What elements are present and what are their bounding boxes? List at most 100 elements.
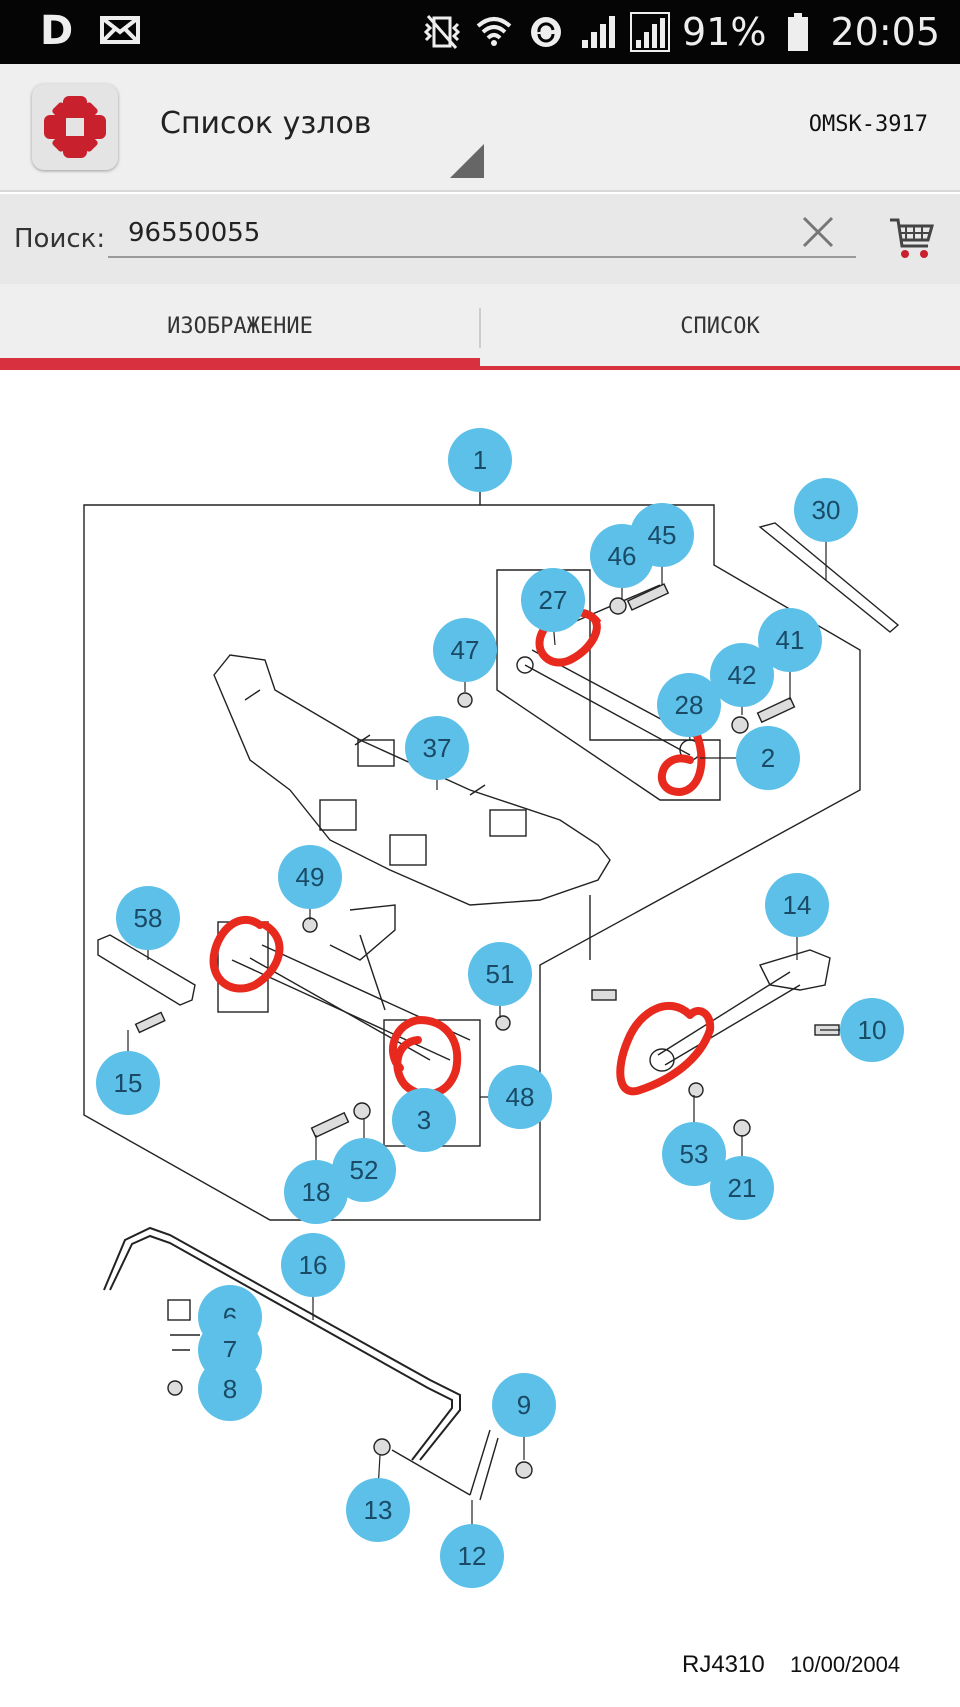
callout-number: 9 [517,1390,531,1420]
callout-bubble[interactable] [657,673,721,737]
callout-12[interactable]: 12 [440,1524,504,1588]
tab-list[interactable]: СПИСОК [680,314,760,339]
callout-10[interactable]: 10 [840,998,904,1062]
sync-icon [531,17,562,47]
callout-bubble[interactable] [468,942,532,1006]
callout-28[interactable]: 28 [657,673,721,737]
callout-49[interactable]: 49 [278,845,342,909]
callout-bubble[interactable] [433,618,497,682]
callout-14[interactable]: 14 [765,873,829,937]
close-icon[interactable] [798,212,838,252]
cross-logo-icon [44,96,106,158]
callout-47[interactable]: 47 [433,618,497,682]
search-bar: Поиск: [0,194,960,284]
callout-number: 37 [423,733,452,763]
cart-icon[interactable] [888,214,936,262]
callout-number: 46 [608,541,637,571]
red-annotations [209,608,715,1099]
callout-bubble[interactable] [630,503,694,567]
callout-number: 10 [858,1015,887,1045]
callout-bubble[interactable] [662,1122,726,1186]
callout-number: 14 [783,890,812,920]
callout-48[interactable]: 48 [488,1065,552,1129]
tab-divider [479,308,481,348]
callout-9[interactable]: 9 [492,1373,556,1437]
callout-number: 52 [350,1155,379,1185]
callout-bubble[interactable] [281,1233,345,1297]
callout-bubble[interactable] [392,1088,456,1152]
callout-21[interactable]: 21 [710,1156,774,1220]
callout-bubble[interactable] [346,1478,410,1542]
callout-53[interactable]: 53 [662,1122,726,1186]
callout-bubble[interactable] [332,1138,396,1202]
app-logo[interactable] [32,84,118,170]
callout-number: 15 [114,1068,143,1098]
signal-icon-2 [630,12,671,52]
callout-bubble[interactable] [405,716,469,780]
callout-number: 49 [296,862,325,892]
callout-3[interactable]: 3 [392,1088,456,1152]
callout-number: 47 [451,635,480,665]
callout-45[interactable]: 45 [630,503,694,567]
callout-number: 2 [761,743,775,773]
callout-bubble[interactable] [448,428,512,492]
callout-13[interactable]: 13 [346,1478,410,1542]
callout-bubble[interactable] [758,608,822,672]
callout-bubble[interactable] [492,1373,556,1437]
callout-bubble[interactable] [736,726,800,790]
tab-image[interactable]: ИЗОБРАЖЕНИЕ [167,314,313,339]
callout-16[interactable]: 16 [281,1233,345,1297]
callout-number: 45 [648,520,677,550]
callout-bubble[interactable] [198,1357,262,1421]
callout-bubble[interactable] [521,568,585,632]
callout-bubble[interactable] [840,998,904,1062]
callout-number: 3 [417,1105,431,1135]
status-bar: D [0,0,960,64]
callout-52[interactable]: 52 [332,1138,396,1202]
callout-number: 13 [364,1495,393,1525]
battery-icon [788,13,809,51]
callout-8[interactable]: 8 [198,1357,262,1421]
selected-tab-indicator [0,358,480,370]
callout-2[interactable]: 2 [736,726,800,790]
callout-42[interactable]: 42 [710,643,774,707]
app-bar: Список узлов OMSK-3917 [0,64,960,192]
callout-30[interactable]: 30 [794,478,858,542]
callout-37[interactable]: 37 [405,716,469,780]
callout-bubble[interactable] [710,1156,774,1220]
callout-number: 30 [812,495,841,525]
callout-15[interactable]: 15 [96,1051,160,1115]
search-input[interactable] [128,214,748,252]
callout-bubble[interactable] [278,845,342,909]
callout-18[interactable]: 18 [284,1160,348,1224]
callout-bubble[interactable] [794,478,858,542]
tab-underline [480,366,960,370]
callout-bubble[interactable] [710,643,774,707]
callout-number: 58 [134,903,163,933]
callout-bubble[interactable] [488,1065,552,1129]
callout-41[interactable]: 41 [758,608,822,672]
battery-percent: 91% [682,10,767,54]
dropdown-triangle-icon[interactable] [450,144,484,178]
callout-number: 42 [728,660,757,690]
callout-number: 12 [458,1541,487,1571]
callout-bubble[interactable] [96,1051,160,1115]
callout-number: 48 [506,1082,535,1112]
callout-1[interactable]: 1 [448,428,512,492]
wifi-icon [476,17,512,46]
callout-number: 8 [223,1374,237,1404]
callout-bubble[interactable] [116,886,180,950]
callout-51[interactable]: 51 [468,942,532,1006]
callout-27[interactable]: 27 [521,568,585,632]
diagram-footer-code: RJ4310 [682,1651,765,1678]
callout-bubble[interactable] [765,873,829,937]
callout-bubble[interactable] [284,1160,348,1224]
callout-58[interactable]: 58 [116,886,180,950]
status-d-glyph: D [40,8,74,54]
app-title: Список узлов [160,106,372,141]
callout-bubble[interactable] [440,1524,504,1588]
diagram-footer-date: 10/00/2004 [790,1652,900,1677]
callout-number: 18 [302,1177,331,1207]
